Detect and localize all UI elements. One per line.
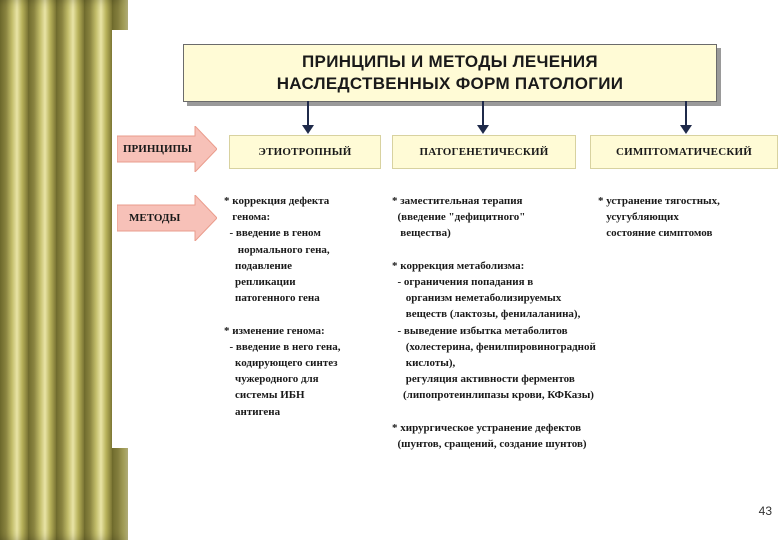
title-box: ПРИНЦИПЫ И МЕТОДЫ ЛЕЧЕНИЯ НАСЛЕДСТВЕННЫХ…	[183, 44, 717, 102]
page-number: 43	[758, 504, 772, 518]
column-etiotropic: ЭТИОТРОПНЫЙ	[229, 135, 381, 169]
methods-arrow: МЕТОДЫ	[117, 195, 217, 241]
pathogenetic-methods-text: * заместительная терапия (введение "дефи…	[392, 195, 596, 451]
down-arrow-symptomatic	[680, 101, 692, 134]
etiotropic-methods-text: * коррекция дефекта генома: - введение в…	[224, 195, 341, 418]
column-symptomatic: СИМПТОМАТИЧЕСКИЙ	[590, 135, 778, 169]
title-line-2: НАСЛЕДСТВЕННЫХ ФОРМ ПАТОЛОГИИ	[276, 74, 624, 93]
symptomatic-methods-text: * устранение тягостных, усугубляющих сос…	[598, 195, 720, 240]
methods-label: МЕТОДЫ	[129, 212, 181, 224]
principles-arrow-shape	[117, 126, 217, 172]
methods-arrow-shape	[117, 195, 217, 241]
principles-label: ПРИНЦИПЫ	[123, 143, 192, 155]
down-arrow-pathogenetic	[477, 101, 489, 134]
title-line-1: ПРИНЦИПЫ И МЕТОДЫ ЛЕЧЕНИЯ	[302, 52, 598, 71]
principles-arrow: ПРИНЦИПЫ	[117, 126, 217, 172]
column-pathogenetic: ПАТОГЕНЕТИЧЕСКИЙ	[392, 135, 576, 169]
down-arrow-etiotropic	[302, 101, 314, 134]
decorative-gold-band	[0, 0, 128, 540]
